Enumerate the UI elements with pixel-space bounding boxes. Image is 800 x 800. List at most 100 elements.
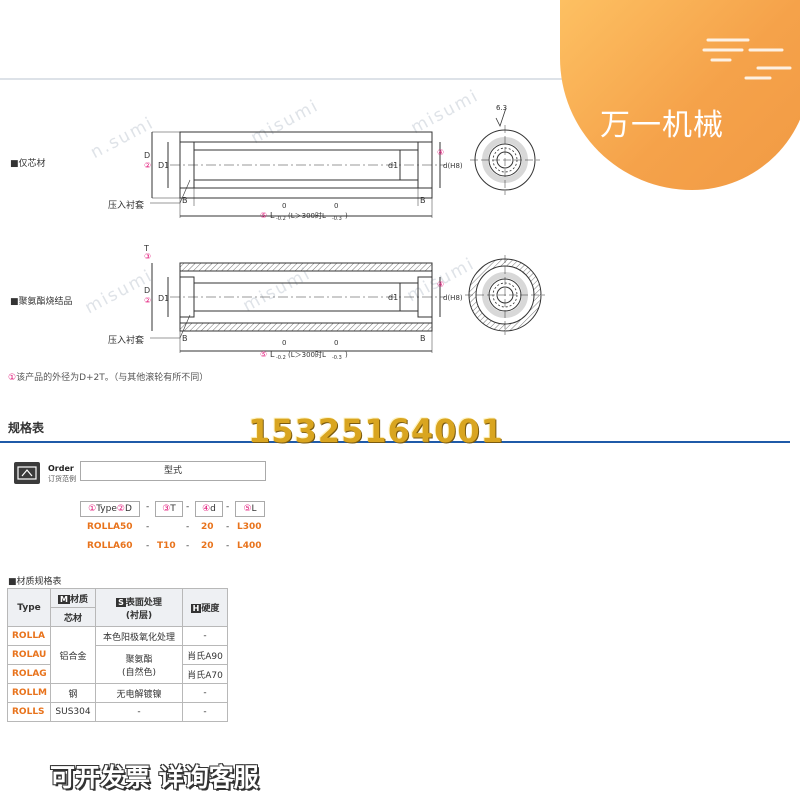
dim-D1-label: D1: [158, 294, 169, 303]
type-cell: ROLAU: [7, 645, 51, 665]
dim-D-label: D: [144, 151, 150, 160]
m-icon: M: [58, 594, 70, 604]
type-cell: ROLLA: [7, 626, 51, 646]
type-cell: ROLLM: [7, 683, 51, 703]
table-row: ROLLS SUS304 - -: [7, 702, 228, 722]
length-num: ⑤: [260, 350, 267, 359]
length-tol2: -0.3: [332, 216, 342, 222]
drawing1-svg: 压入衬套 B B ② D D1 d1 ④ d(H8) 0 0 ⑤ L -0.2 …: [108, 131, 463, 222]
header-divider: [0, 78, 800, 80]
length-end: ): [345, 212, 348, 220]
brand-blob: [560, 0, 800, 190]
order-example-l: L300: [237, 522, 262, 532]
hardness-cell: 肖氏A70: [182, 664, 228, 684]
s-icon: S: [116, 597, 126, 607]
dim-d-num: ④: [437, 280, 444, 289]
table-row: ROLLM 钢 无电解镀镍 -: [7, 683, 228, 703]
type-header-box: 型式: [80, 461, 266, 481]
order-label-en: Order: [48, 464, 74, 473]
order-example-d: 20: [201, 522, 214, 532]
order-example-type: ROLLA60: [87, 541, 133, 551]
brand-text: 万一机械: [600, 108, 724, 143]
dim-B-right: B: [420, 334, 426, 343]
surface-cell: 聚氨酯(自然色): [95, 645, 183, 684]
length-label: L: [270, 350, 275, 359]
hardness-cell: -: [182, 683, 228, 703]
dim-T-num: ③: [144, 252, 151, 261]
tol-zero-2: 0: [334, 339, 338, 347]
order-example-type: ROLLA50: [87, 522, 133, 532]
dash: -: [186, 502, 190, 512]
surface-cell: -: [95, 702, 183, 722]
hardness-cell: -: [182, 702, 228, 722]
order-example-d: 20: [201, 541, 214, 551]
type-cell: ROLAG: [7, 664, 51, 684]
dim-d1-label: d1: [388, 161, 398, 170]
footer-overlay-text: 可开发票 详询客服: [50, 763, 259, 792]
code-box-L: ⑤L: [235, 501, 265, 517]
press-fit-label: 压入衬套: [108, 199, 144, 211]
h-icon: H: [190, 604, 202, 613]
col-type: Type: [7, 588, 51, 627]
length-tol2: -0.3: [332, 355, 342, 361]
dash: -: [226, 522, 230, 532]
dim-T-label: T: [143, 245, 149, 253]
type-cell: ROLLS: [7, 702, 51, 722]
order-example-l: L400: [237, 541, 262, 551]
dash: -: [186, 541, 190, 551]
blob-lines-decoration: [702, 38, 792, 80]
dim-d-num: ④: [437, 148, 444, 157]
dim-d-label: d(H8): [443, 294, 463, 302]
drawing2-svg: 压入衬套 ③ T ② D D1 d1 ④ d(H8) B B 0 0 ⑤ L -…: [108, 245, 463, 361]
material-cell: SUS304: [50, 702, 96, 722]
dash: -: [146, 522, 150, 532]
order-icon: [14, 462, 40, 484]
phone-overlay: 15325164001: [248, 412, 504, 450]
dim-d1-label: d1: [388, 293, 398, 302]
material-cell: 铝合金: [50, 626, 96, 684]
lining-bottom: [179, 322, 433, 332]
tol-zero-1: 0: [282, 339, 286, 347]
drawing2-endview: [465, 255, 545, 335]
tol-zero-2: 0: [334, 202, 338, 210]
spec-divider: [0, 441, 790, 443]
dim-B-left: B: [182, 196, 188, 205]
length-num: ⑤: [260, 211, 267, 220]
dash: -: [146, 502, 150, 512]
dim-D1-label: D1: [158, 161, 169, 170]
order-example-t: T10: [157, 541, 176, 551]
code-box-T: ③T: [155, 501, 183, 517]
table-row: ROLLA 铝合金 本色阳极氧化处理 -: [7, 626, 228, 684]
dim-D-label: D: [144, 286, 150, 295]
table-row: ROLAU 聚氨酯(自然色) 肖氏A90: [7, 645, 228, 684]
code-box-type-D: ①Type②D: [80, 501, 140, 517]
length-tol1: -0.2: [276, 216, 286, 222]
note-icon: ①: [8, 373, 17, 383]
dim-B-left: B: [182, 334, 188, 343]
length-label: L: [270, 211, 275, 220]
length-end: ): [345, 351, 348, 359]
spec-title: 规格表: [8, 421, 45, 435]
length-tol1: -0.2: [276, 355, 286, 361]
drawing1-label: ■仅芯材: [10, 159, 46, 169]
drawing1-endview: 6.3: [470, 104, 540, 195]
dash: -: [146, 541, 150, 551]
length-mid: (L＞300时L: [288, 350, 326, 359]
drawing2-label: ■聚氨酯烧结品: [10, 297, 73, 307]
press-fit-label: 压入衬套: [108, 334, 144, 346]
lining-top: [179, 262, 433, 272]
roughness-label: 6.3: [496, 104, 507, 112]
surface-cell: 本色阳极氧化处理: [95, 626, 183, 646]
dash: -: [226, 502, 230, 512]
dim-D-num: ②: [144, 296, 151, 305]
material-cell: 钢: [50, 683, 96, 703]
dash: -: [226, 541, 230, 551]
dim-D-num: ②: [144, 161, 151, 170]
note-text: 该产品的外径为D+2T。（与其他滚轮有所不同）: [16, 373, 209, 383]
outer-diameter-note: ①该产品的外径为D+2T。（与其他滚轮有所不同）: [8, 370, 208, 383]
code-box-d: ④d: [195, 501, 223, 517]
